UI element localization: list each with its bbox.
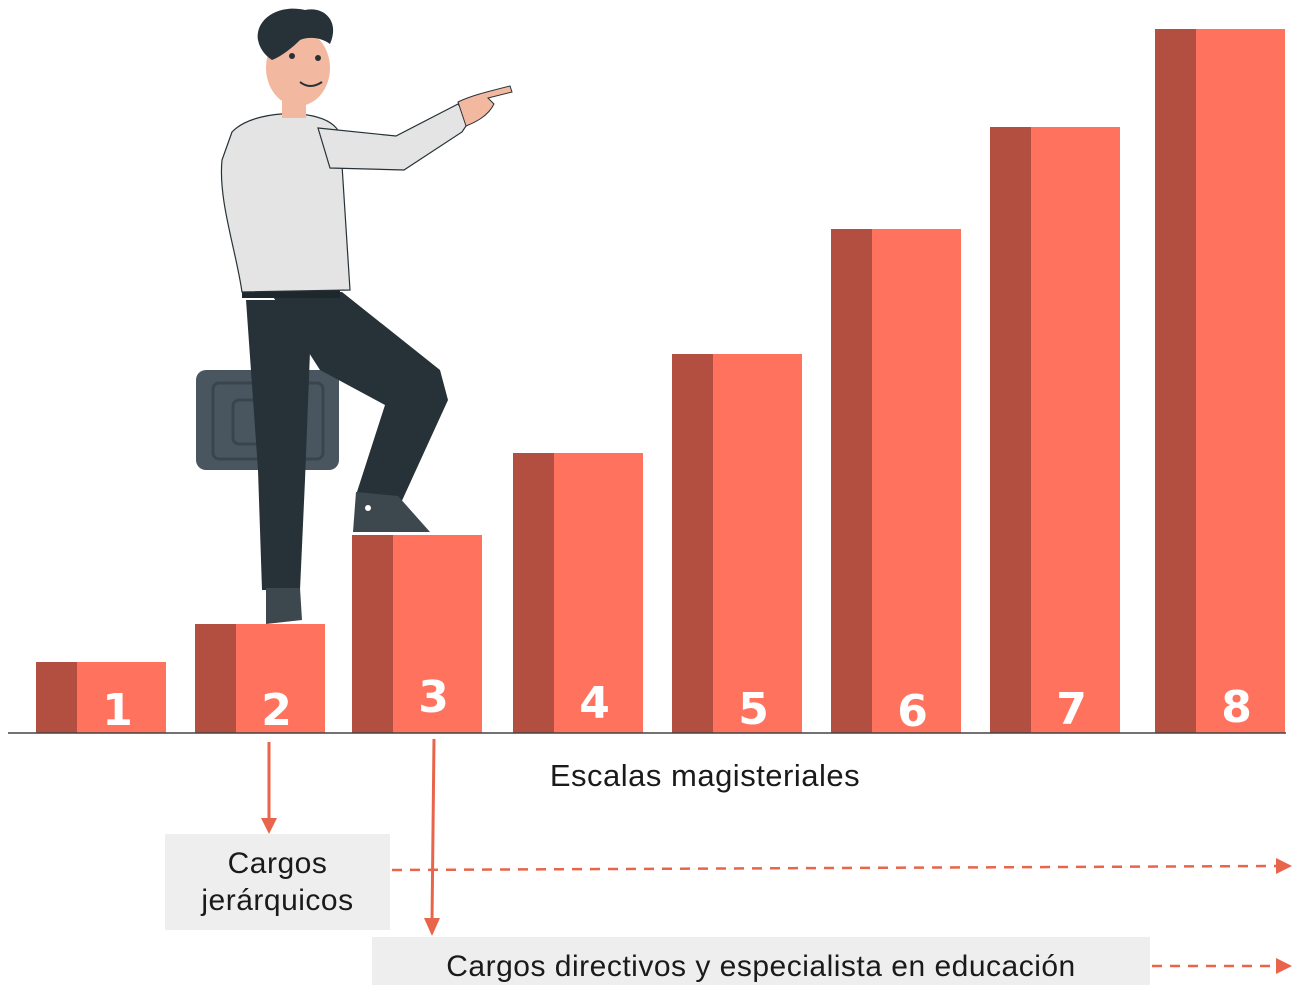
step-2-side [195,624,236,733]
step-2-number: 2 [261,685,292,736]
step-1-side [36,662,77,733]
step-4-number: 4 [579,678,610,729]
step-2-bar [236,624,325,733]
dashed-arrow-hierarchical [391,864,1279,872]
step-4-bar [554,453,643,733]
step-numbers: 1 2 3 4 5 6 7 8 [102,672,1252,737]
step-8-side [1155,29,1196,733]
step-6-side [831,229,872,733]
directive-positions-box: Cargos directivos y especialista en educ… [372,937,1150,985]
businessman-illustration [196,8,513,624]
arrow-step-3-to-directive [430,738,436,923]
step-3-number: 3 [418,672,449,723]
step-8-bar [1196,29,1285,733]
arrowhead-step-3 [424,918,440,936]
arrowhead-step-2 [261,818,277,834]
step-6-number: 6 [897,686,928,737]
dashed-arrowhead-hierarchical [1276,858,1292,874]
hierarchical-label-line1: Cargos [227,847,328,880]
step-5-number: 5 [738,684,769,735]
dashed-arrowhead-directive [1276,958,1292,974]
axis-caption: Escalas magisteriales [549,758,861,793]
directive-label: Cargos directivos y especialista en educ… [446,950,1076,983]
step-1-bar [77,662,166,733]
step-7-side [990,127,1031,733]
step-7-number: 7 [1056,684,1087,735]
step-3-side [352,535,393,733]
step-6-bar [872,229,961,733]
step-5-bar [713,354,802,733]
hierarchical-label-line2: jerárquicos [201,884,354,917]
step-7-bar [1031,127,1120,733]
hierarchical-positions-box: Cargos jerárquicos [165,834,390,930]
step-8-number: 8 [1221,682,1252,733]
step-3-bar [393,535,482,733]
step-1-number: 1 [102,685,133,736]
step-bars [36,29,1285,733]
step-4-side [513,453,554,733]
step-5-side [672,354,713,733]
